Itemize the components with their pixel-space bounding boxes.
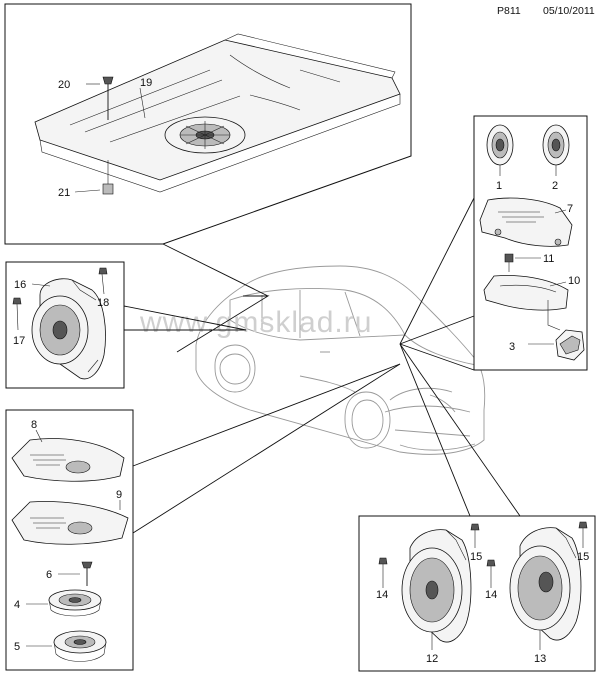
clip-18 [98,267,108,275]
screw-20 [102,76,114,120]
callout-20: 20 [58,79,70,91]
callout-15b: 15 [577,551,589,563]
clip-15b [578,521,588,529]
screw-14a [378,557,388,565]
clip-15a [470,523,480,531]
screw-11 [504,253,514,263]
callout-18: 18 [97,297,109,309]
callout-17: 17 [13,335,25,347]
tweeter-grille-7 [479,197,573,247]
tweeter-1 [486,124,514,166]
callout-15a: 15 [470,551,482,563]
speaker-4 [48,589,102,617]
callout-2: 2 [552,180,558,192]
tweeter-3 [555,329,585,361]
callout-13: 13 [534,653,546,665]
tweeter-bracket-10 [483,275,569,331]
door-speaker-12 [401,529,472,643]
door-speaker-13 [509,527,582,641]
callout-7: 7 [567,203,573,215]
screw-6 [81,561,93,586]
callout-11: 11 [543,253,554,265]
door-speaker-16 [31,278,106,380]
callout-21: 21 [58,187,70,199]
callout-16: 16 [14,279,26,291]
callout-14a: 14 [376,589,388,601]
nut-21 [102,160,114,195]
leader-lines [123,197,521,534]
grille-9 [11,501,129,545]
callout-3: 3 [509,341,515,353]
tweeter-2 [542,124,570,166]
speaker-5 [53,630,107,662]
grille-8 [11,438,125,482]
callout-12: 12 [426,653,438,665]
callout-5: 5 [14,641,20,653]
callout-9: 9 [116,489,122,501]
callout-10: 10 [568,275,580,287]
callout-8: 8 [31,419,37,431]
subwoofer-enclosure [34,33,401,193]
callout-14b: 14 [485,589,497,601]
callout-19: 19 [140,77,152,89]
callout-6: 6 [46,569,52,581]
callout-4: 4 [14,599,20,611]
page-code: P811 [497,5,521,17]
watermark: www.gmsklad.ru [139,306,372,339]
screw-17 [12,297,22,305]
screw-14b [486,559,496,567]
page-date: 05/10/2011 [543,5,595,17]
car-outline [195,265,486,455]
callout-1: 1 [496,180,502,192]
